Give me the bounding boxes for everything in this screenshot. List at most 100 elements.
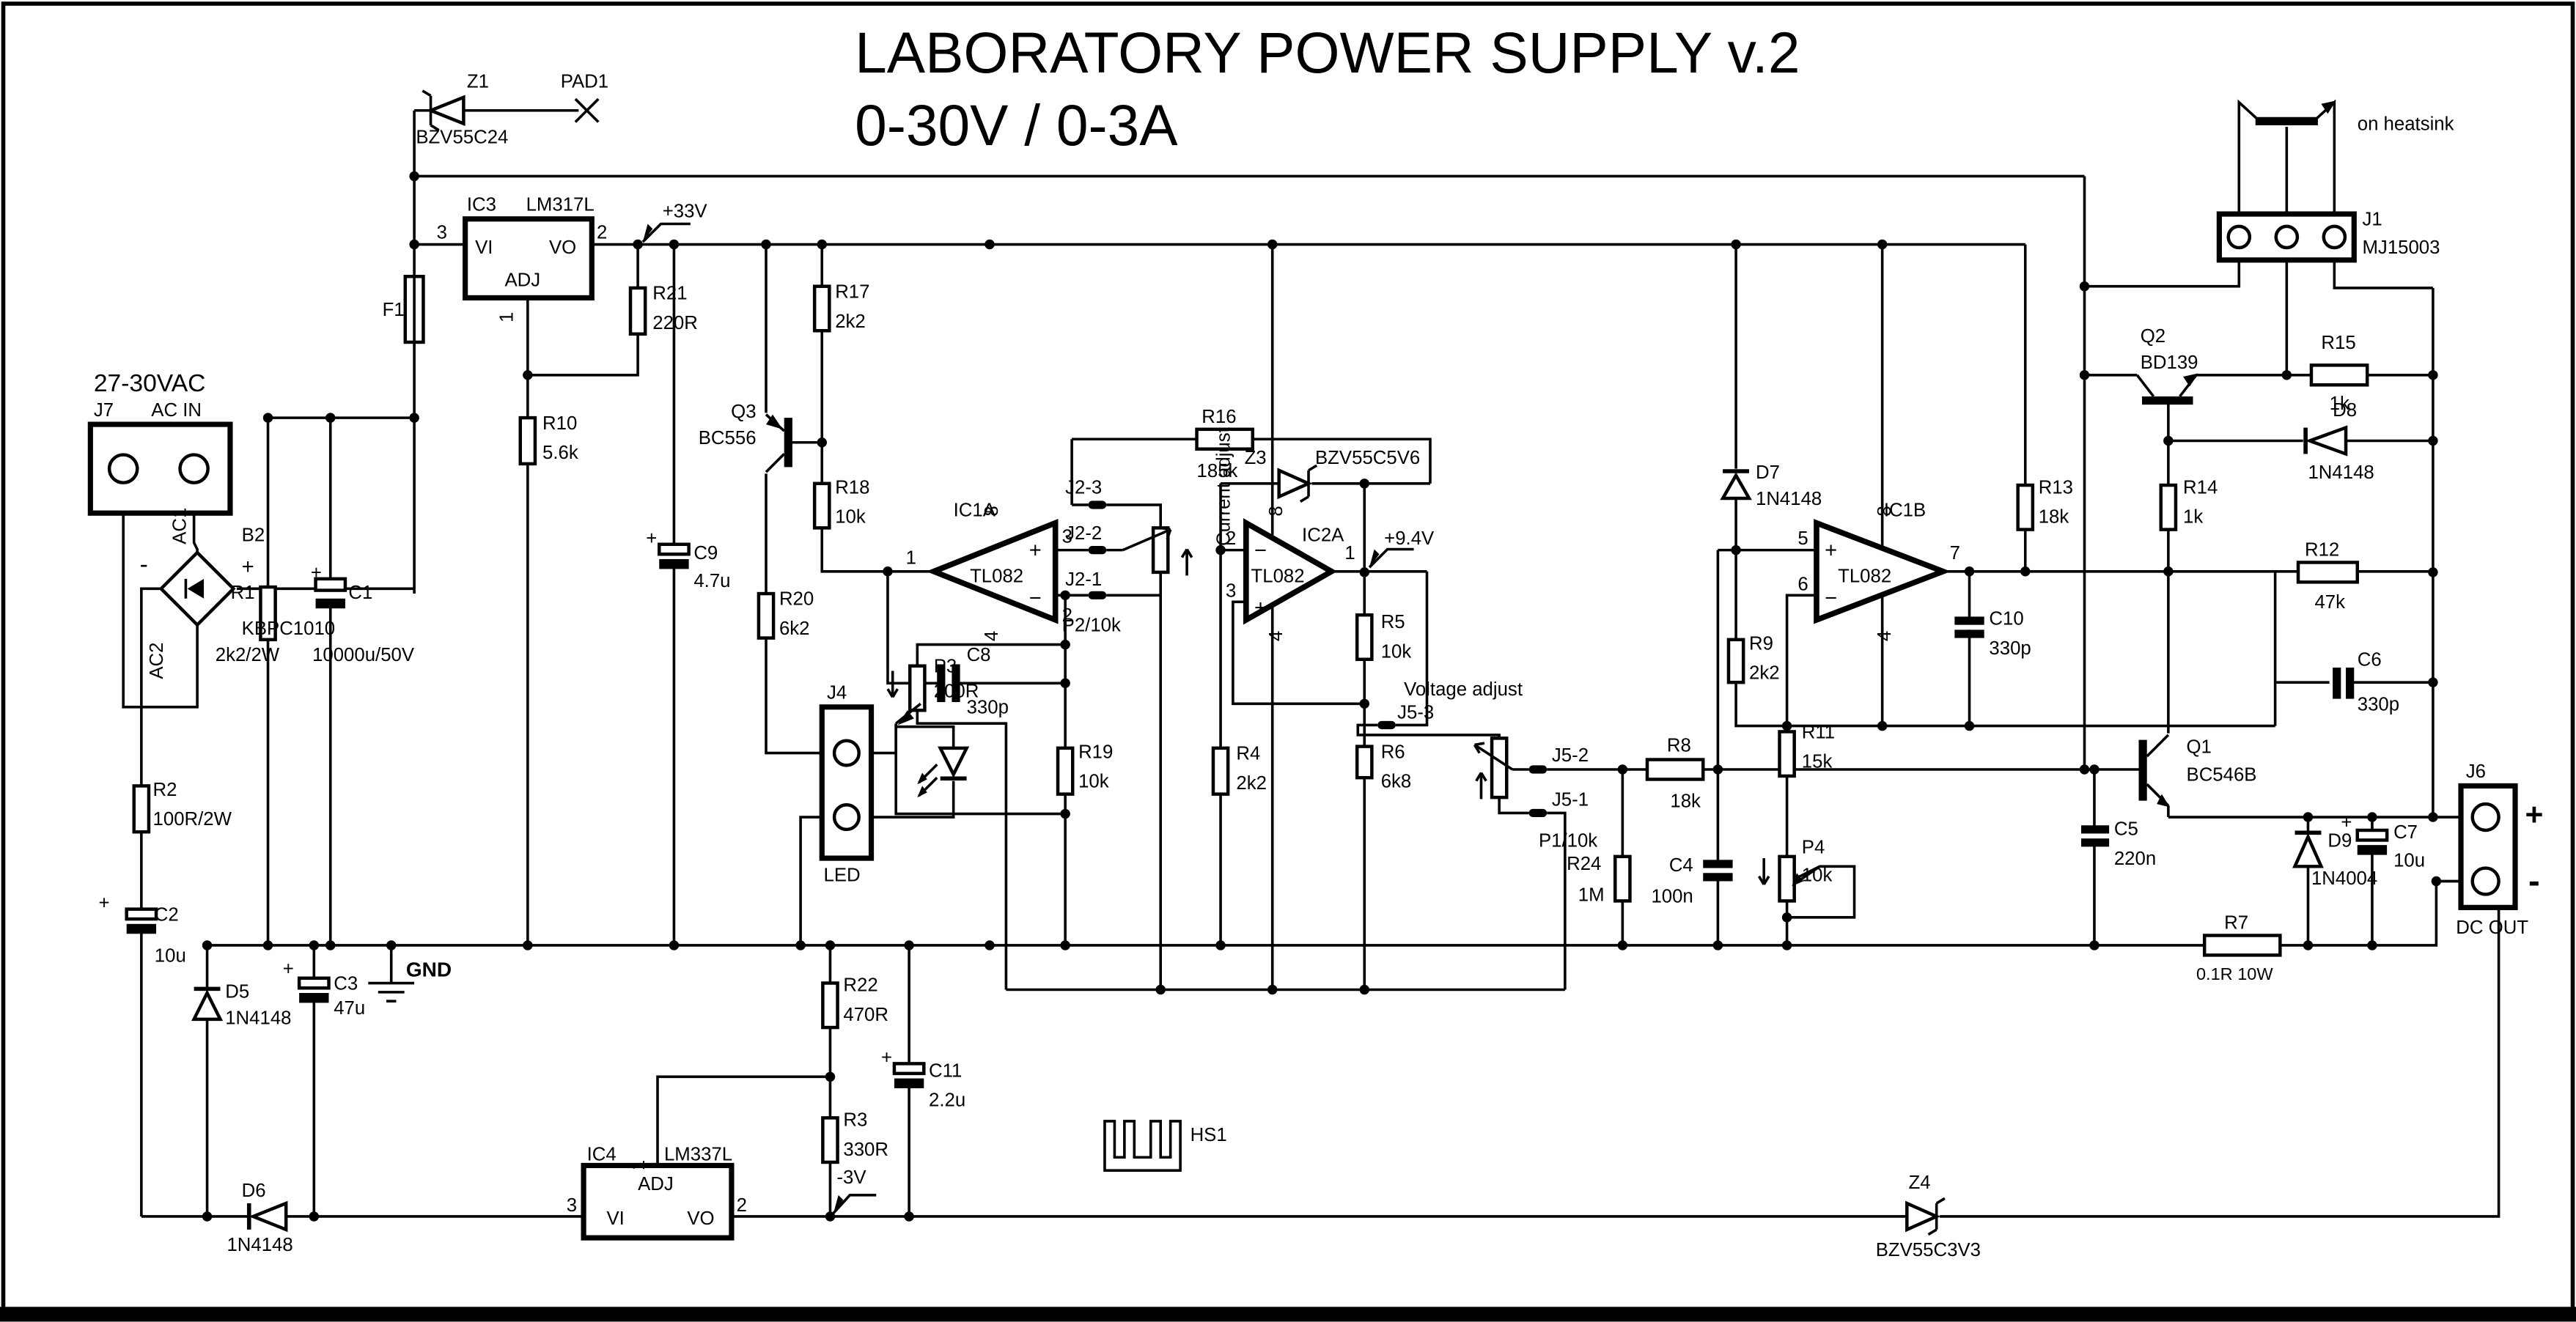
label-reg-IC3-pin2: 2 xyxy=(597,223,607,243)
label-cap-C1-plus: + xyxy=(311,563,322,583)
wires xyxy=(122,99,2500,1218)
label-pad-J5-1: J5-1 xyxy=(1552,789,1589,810)
label-cap-C1-ref: C1 xyxy=(348,583,372,603)
label-cap-C6-ref: C6 xyxy=(2358,650,2382,671)
label-opamp-IC1A-pin4: 4 xyxy=(982,631,1002,641)
label-cap-C1-val: 10000u/50V xyxy=(312,645,415,665)
label-reg-IC4-pin1: 1 xyxy=(628,1160,649,1170)
label-bridge-B2-ac1: AC1 xyxy=(169,508,190,544)
label-net-plus94v: +9.4V xyxy=(1384,528,1435,549)
label-cap-C3-plus: + xyxy=(283,959,294,979)
label-cap-C5-val: 220n xyxy=(2114,849,2156,869)
label-conn-J7-ref: J7 xyxy=(94,400,114,421)
label-res-R7-ref: R7 xyxy=(2224,913,2248,934)
label-opamp-IC2A-minus: − xyxy=(1254,539,1267,563)
label-res-R2-ref: R2 xyxy=(153,780,177,800)
res-R22-symbol xyxy=(821,981,839,1030)
label-res-R18-val: 10k xyxy=(835,507,866,528)
label-conn-J1-ref: J1 xyxy=(2362,210,2382,230)
label-bridge-B2-plus: + xyxy=(242,555,254,579)
label-pot-P1-val: P1/10k xyxy=(1539,830,1597,851)
label-diode-D7-val: 1N4148 xyxy=(1756,489,1822,509)
label-zener-Z4-val: BZV55C3V3 xyxy=(1876,1240,1981,1260)
label-reg-IC4-vo: VO xyxy=(687,1208,714,1229)
label-reg-IC3-vi: VI xyxy=(475,237,493,258)
label-opamp-IC1B-pin4: 4 xyxy=(1874,631,1895,641)
pad-J5-1-symbol xyxy=(1528,808,1548,818)
trans-Q1-symbol xyxy=(2138,734,2171,808)
label-reg-IC3-pin1: 1 xyxy=(497,312,518,322)
label-cap-C8-val: 330p xyxy=(967,698,1009,718)
trans-Q2-symbol xyxy=(2135,373,2198,405)
conn-J6-body xyxy=(2458,783,2518,910)
label-cap-C10-ref: C10 xyxy=(1989,609,2023,629)
label-net-minus3v: -3V xyxy=(836,1167,866,1188)
label-reg-IC4-pin2: 2 xyxy=(737,1195,747,1216)
pad-J2-2-symbol xyxy=(1088,546,1107,555)
label-note-on-heatsink: on heatsink xyxy=(2358,114,2454,135)
label-cap-C3-ref: C3 xyxy=(334,974,358,994)
diode-D8-symbol xyxy=(2303,425,2348,457)
label-reg-IC3-adj: ADJ xyxy=(504,270,540,291)
cap-C10-symbol xyxy=(1954,616,1984,638)
label-cap-C9-plus: + xyxy=(646,528,657,549)
label-res-R24-val: 1M xyxy=(1578,885,1605,905)
label-res-R11-ref: R11 xyxy=(1802,722,1835,742)
label-res-R3-ref: R3 xyxy=(843,1110,867,1131)
label-zener-Z1-ref: Z1 xyxy=(467,71,489,92)
label-res-R15-ref: R15 xyxy=(2321,333,2355,353)
reg-IC3-body xyxy=(463,216,595,300)
pad-J2-1-symbol xyxy=(1088,591,1107,599)
label-cap-C9-ref: C9 xyxy=(693,543,718,564)
diode-D6-symbol xyxy=(246,1200,288,1233)
label-heatsink-HS1-ref: HS1 xyxy=(1191,1125,1227,1145)
label-cap-C10-val: 330p xyxy=(1989,638,2031,659)
label-ac-input-voltage: 27-30VAC xyxy=(94,370,206,397)
label-opamp-IC1A-plus: + xyxy=(1029,539,1042,563)
net-plus33v-arrow xyxy=(641,222,691,243)
label-diode-D7-ref: D7 xyxy=(1756,462,1780,483)
label-res-R12-ref: R12 xyxy=(2305,539,2339,560)
label-res-R6-val: 6k8 xyxy=(1381,772,1412,792)
label-opamp-IC1A-pin8: 8 xyxy=(982,506,1002,516)
label-res-R24-ref: R24 xyxy=(1567,854,1601,874)
label-res-R14-ref: R14 xyxy=(2183,477,2218,498)
label-cap-C6-val: 330p xyxy=(2358,694,2399,714)
label-pot-P4-ref: P4 xyxy=(1802,837,1825,857)
label-res-R6-ref: R6 xyxy=(1381,742,1405,762)
cap-C4-symbol xyxy=(1703,860,1733,882)
label-res-R9-val: 2k2 xyxy=(1749,663,1780,684)
label-pot-P4-val: 10k xyxy=(1802,865,1833,885)
label-pad-PAD1-ref: PAD1 xyxy=(561,71,608,92)
label-res-R20-ref: R20 xyxy=(779,589,814,610)
label-zener-Z3-val: BZV55C5V6 xyxy=(1315,448,1420,468)
label-cap-C7-plus: + xyxy=(2341,813,2352,833)
gnd-symbol xyxy=(368,981,415,1002)
heatsink-HS1-symbol xyxy=(1103,1120,1182,1172)
label-net-gnd: GND xyxy=(406,959,452,981)
pot-P2-symbol xyxy=(1122,526,1193,576)
label-pad-J2-2: J2-2 xyxy=(1065,523,1102,544)
label-trans-Q2-val: BD139 xyxy=(2141,352,2198,373)
trans-Q3-symbol xyxy=(765,413,792,473)
label-res-R16-val: 185k xyxy=(1197,461,1238,481)
label-opamp-IC1A-pin1: 1 xyxy=(906,548,916,569)
label-conn-J1-val: MJ15003 xyxy=(2362,237,2440,258)
cap-C3-symbol xyxy=(297,976,331,1003)
label-reg-IC4-ref: IC4 xyxy=(587,1145,617,1165)
label-opamp-IC2A-plus: + xyxy=(1254,597,1267,620)
label-cap-C7-val: 10u xyxy=(2393,850,2425,871)
net-plus94v-arrow xyxy=(1368,547,1414,569)
label-cap-C11-ref: C11 xyxy=(929,1060,962,1081)
label-cap-C7-ref: C7 xyxy=(2393,822,2418,843)
schematic-labels: LABORATORY POWER SUPPLY v.20-30V / 0-3AZ… xyxy=(94,21,2544,1260)
label-res-R9-ref: R9 xyxy=(1749,633,1773,654)
label-reg-IC4-vi: VI xyxy=(606,1208,624,1229)
label-trans-Q3-ref: Q3 xyxy=(731,402,756,422)
label-conn-J6-name: DC OUT xyxy=(2456,917,2528,938)
label-res-R15-val: 1k xyxy=(2330,394,2349,414)
label-reg-IC4-part: LM337L xyxy=(664,1145,732,1165)
cap-C5-symbol xyxy=(2081,825,2110,847)
